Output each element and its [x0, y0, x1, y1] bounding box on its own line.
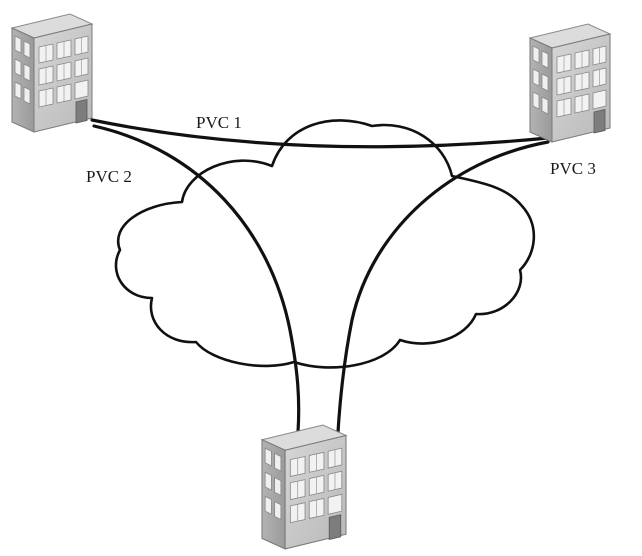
top-left-building-icon [11, 13, 93, 133]
top-right-building-icon [529, 23, 611, 143]
pvc1-label: PVC 1 [196, 113, 242, 132]
pvc2-link [92, 124, 301, 434]
bottom-building-icon [261, 424, 347, 550]
pvc1-link [90, 118, 550, 149]
network-cloud-icon [114, 119, 536, 369]
pvc3-link [336, 140, 550, 434]
pvc3-label: PVC 3 [550, 159, 596, 178]
pvc2-label: PVC 2 [86, 167, 132, 186]
